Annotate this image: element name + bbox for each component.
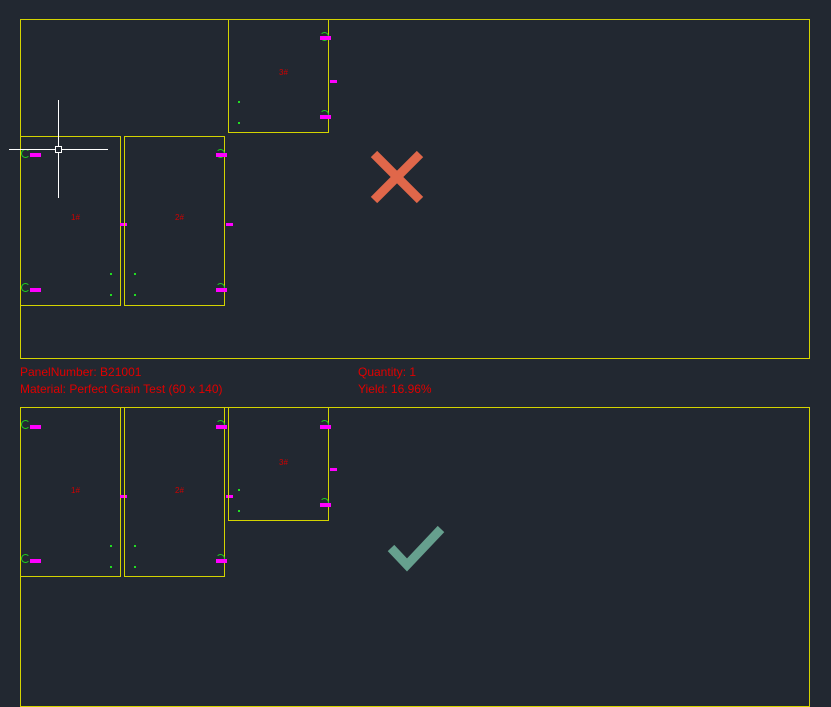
panel-label: 3#	[279, 68, 288, 77]
cross-icon	[370, 150, 424, 204]
quantity: Quantity: 1	[358, 365, 417, 379]
hinge-mark-icon	[30, 559, 41, 563]
drill-dot-icon	[110, 566, 112, 568]
edge-mark-icon	[330, 80, 337, 83]
edge-mark-icon	[226, 223, 233, 226]
panel-label: 2#	[175, 486, 184, 495]
hinge-mark-icon	[216, 425, 227, 429]
panel-label: 1#	[71, 486, 80, 495]
drill-dot-icon	[238, 510, 240, 512]
panel-3[interactable]: 3#	[228, 407, 337, 521]
drill-dot-icon	[134, 294, 136, 296]
crosshair-cursor-icon	[9, 100, 108, 198]
hinge-mark-icon	[216, 559, 227, 563]
hinge-mark-icon	[216, 153, 227, 157]
edge-mark-icon	[120, 223, 127, 226]
hinge-icon	[21, 283, 30, 292]
panel-label: 2#	[175, 213, 184, 222]
hinge-icon	[21, 420, 30, 429]
drill-dot-icon	[238, 122, 240, 124]
material: Material: Perfect Grain Test (60 x 140)	[20, 382, 223, 396]
check-icon	[387, 525, 445, 572]
panel-label: 3#	[279, 458, 288, 467]
hinge-mark-icon	[320, 425, 331, 429]
hinge-mark-icon	[30, 153, 41, 157]
drill-dot-icon	[238, 101, 240, 103]
hinge-mark-icon	[30, 425, 41, 429]
drill-dot-icon	[110, 273, 112, 275]
hinge-icon	[21, 554, 30, 563]
hinge-mark-icon	[30, 288, 41, 292]
panel-1[interactable]: 1#	[20, 407, 127, 577]
panel-number: PanelNumber: B21001	[20, 365, 142, 379]
hinge-mark-icon	[320, 503, 331, 507]
panel-label: 1#	[71, 213, 80, 222]
panel-2[interactable]: 2#	[124, 407, 233, 577]
hinge-mark-icon	[320, 36, 331, 40]
panel-3[interactable]: 3#	[228, 19, 337, 133]
drill-dot-icon	[134, 545, 136, 547]
edge-mark-icon	[226, 495, 233, 498]
drill-dot-icon	[134, 273, 136, 275]
edge-mark-icon	[120, 495, 127, 498]
hinge-mark-icon	[216, 288, 227, 292]
panel-2[interactable]: 2#	[124, 136, 233, 306]
yield: Yield: 16.96%	[358, 382, 432, 396]
edge-mark-icon	[330, 468, 337, 471]
drill-dot-icon	[134, 566, 136, 568]
hinge-mark-icon	[320, 115, 331, 119]
drill-dot-icon	[110, 294, 112, 296]
drill-dot-icon	[110, 545, 112, 547]
drill-dot-icon	[238, 489, 240, 491]
